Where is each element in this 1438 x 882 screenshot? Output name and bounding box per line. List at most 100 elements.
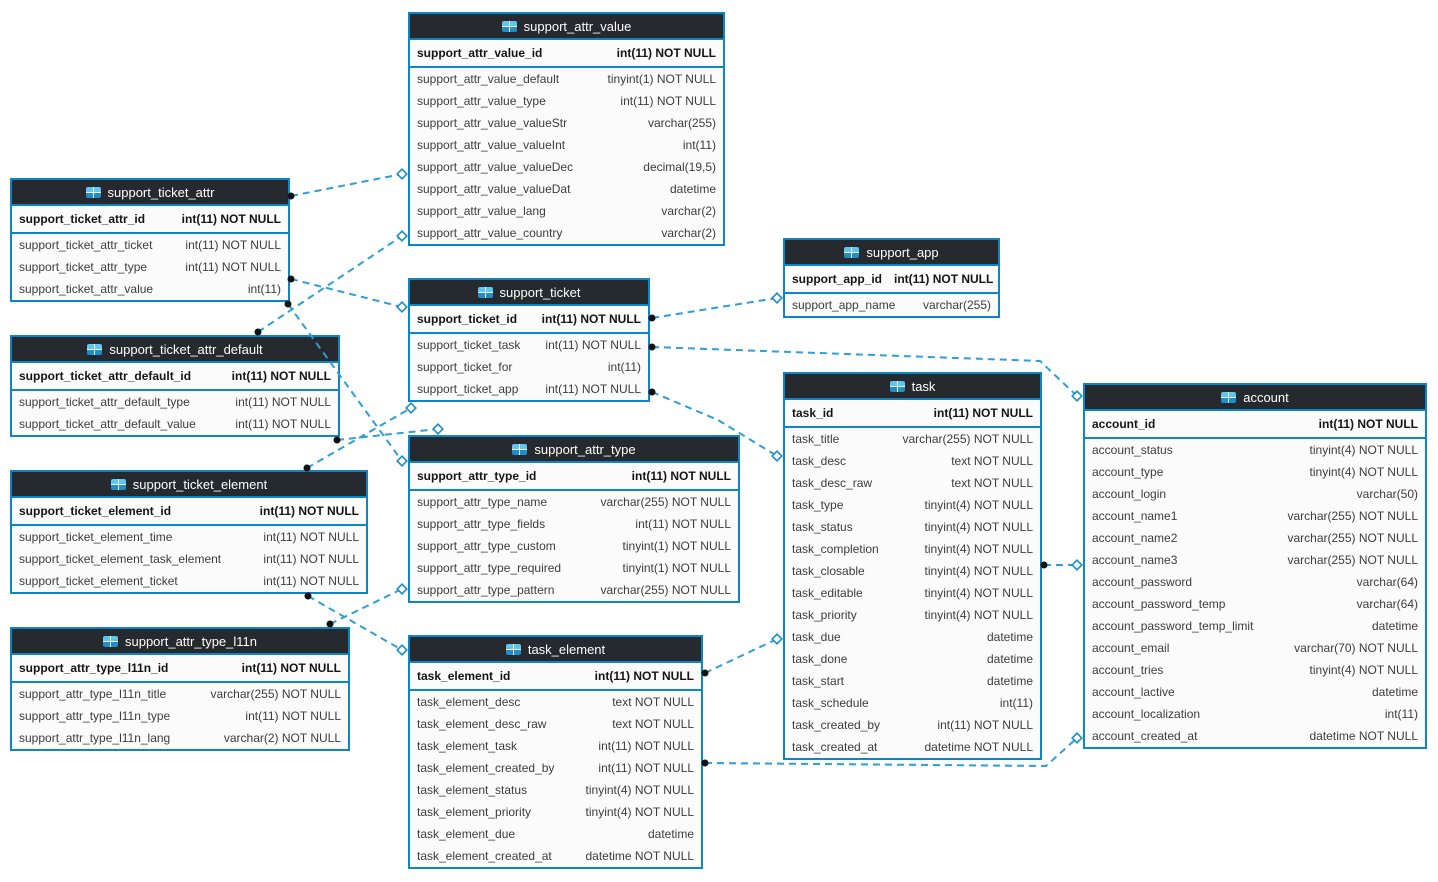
relationship-support_ticket_attr-to-support_attr_value[interactable]: [290, 173, 403, 197]
relationship-support_ticket-to-support_app[interactable]: [651, 297, 778, 319]
table-header-support_attr_value[interactable]: support_attr_value: [410, 14, 723, 38]
relationship-support_ticket_attr_default-to-support_attr_type[interactable]: [336, 428, 439, 441]
table-header-support_ticket_attr[interactable]: support_ticket_attr: [12, 180, 288, 204]
table-header-account[interactable]: account: [1085, 385, 1425, 409]
relationship-support_ticket_attr-to-support_ticket[interactable]: [290, 278, 403, 308]
relationship-support_ticket_element-to-support_ticket[interactable]: [306, 407, 412, 469]
table-header-support_ticket_element[interactable]: support_ticket_element: [12, 472, 366, 496]
table-header-support_ticket_attr_default[interactable]: support_ticket_attr_default: [12, 337, 338, 361]
table-header-support_attr_type[interactable]: support_attr_type: [410, 437, 738, 461]
relationship-support_ticket_element-to-task_element[interactable]: [307, 595, 403, 651]
relationship-support_attr_type_l11n-to-support_attr_type[interactable]: [329, 588, 403, 625]
relationship-support_ticket_attr_default-to-support_attr_value[interactable]: [257, 235, 403, 333]
table-header-support_app[interactable]: support_app: [785, 240, 998, 264]
relationship-support_ticket-to-task[interactable]: [651, 391, 778, 457]
table-header-support_attr_type_l11n[interactable]: support_attr_type_l11n: [12, 629, 348, 653]
relationship-support_ticket-to-account[interactable]: [651, 346, 1078, 397]
relationship-task_element-to-account[interactable]: [704, 737, 1078, 768]
table-header-support_ticket[interactable]: support_ticket: [410, 280, 648, 304]
relationship-support_ticket_attr-to-support_attr_type[interactable]: [287, 303, 403, 462]
table-header-task_element[interactable]: task_element: [410, 637, 701, 661]
